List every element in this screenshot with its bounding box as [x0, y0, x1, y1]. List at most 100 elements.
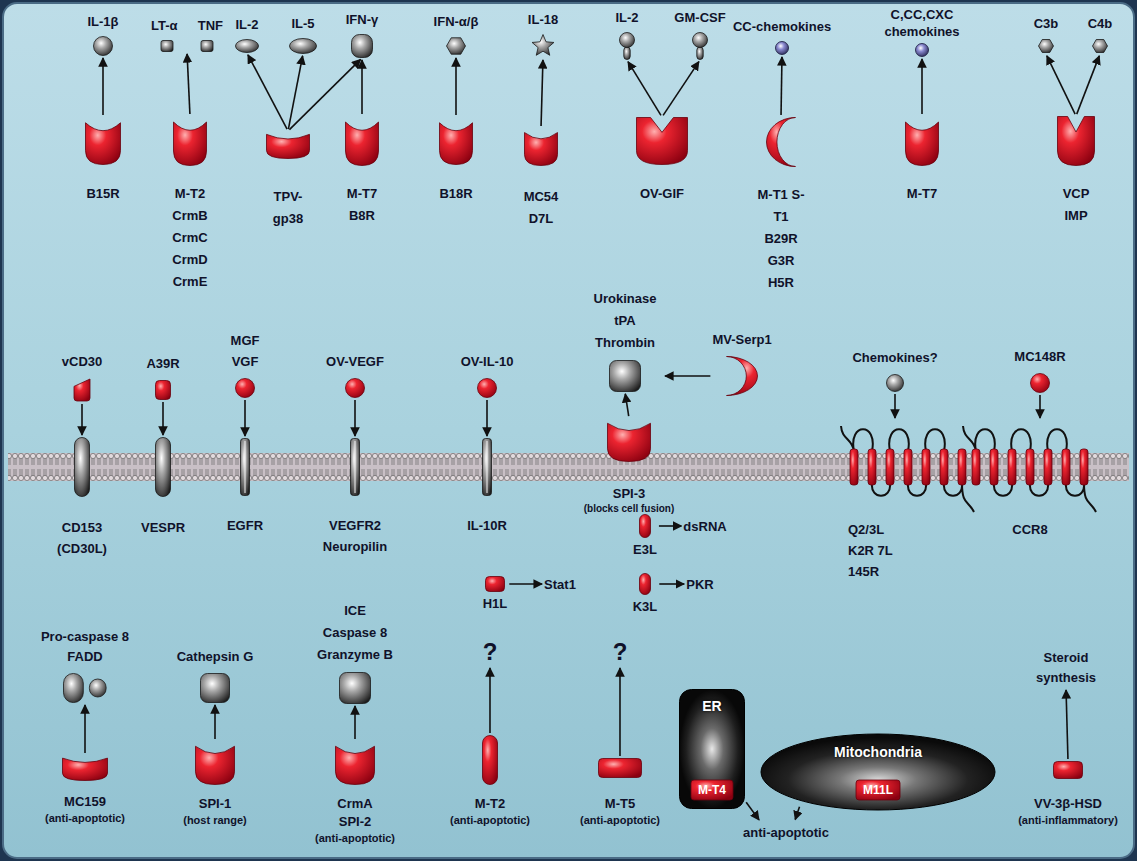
label-group: VESPR	[141, 517, 185, 538]
arrow	[187, 54, 190, 114]
label-text: M-T1 S-T1 B29R G3R H5R	[757, 184, 805, 294]
arrow	[659, 525, 681, 527]
shape-part	[94, 37, 113, 56]
receptor-cup	[173, 116, 207, 166]
label-text: IL-2	[235, 17, 258, 33]
arrow	[1039, 395, 1041, 418]
mitochondrion: MitochondriaM11L	[760, 733, 996, 811]
protein-pair	[63, 673, 107, 703]
host-molecule: GM-CSF	[674, 10, 725, 60]
crescent-protein	[726, 356, 758, 396]
label-group: B18R	[439, 183, 472, 205]
label-text: CC-chemokines	[733, 19, 831, 35]
arrow	[486, 400, 488, 436]
label-group: ICE Caspase 8 Granzyme B	[316, 600, 394, 666]
label-group: MC54 D7L	[516, 186, 566, 230]
label-group: IFN-γ	[346, 12, 379, 28]
label-text: VV-3β-HSD	[1034, 795, 1102, 813]
chemokine-ball	[915, 43, 929, 57]
label-group: ?	[483, 638, 498, 666]
label-text: B18R	[439, 183, 472, 205]
viral-protein: OV-VEGF	[326, 351, 384, 398]
shape-part	[620, 33, 635, 48]
target-label: Stat1	[544, 574, 576, 595]
shape-part	[74, 379, 90, 401]
shape-part	[610, 361, 641, 392]
host-molecule: EGFR	[227, 438, 263, 536]
shape-part	[483, 736, 498, 785]
receptor-pill	[155, 437, 171, 497]
label-group: Stat1	[544, 574, 576, 595]
label-group: IFN-α/β	[434, 14, 479, 30]
shape-part	[637, 118, 688, 165]
shape-part	[916, 44, 929, 57]
shape-part	[532, 35, 554, 56]
shape-part	[440, 123, 473, 165]
label-text: (anti-apoptotic)	[580, 813, 660, 828]
receptor-cup	[266, 131, 310, 159]
forked-cup	[636, 117, 688, 165]
target-label: PKR	[686, 574, 713, 595]
label-text: IL-10R	[467, 515, 507, 536]
gpcr-symbol	[960, 420, 1100, 515]
shape-part	[624, 47, 630, 60]
label-group: SPI-3(blocks cell fusion)	[584, 486, 675, 515]
er-body	[680, 690, 745, 809]
chemokine-receptor: CCR8	[960, 420, 1100, 540]
shape-part	[972, 449, 980, 485]
shape-part	[201, 674, 230, 703]
label-text: Chemokines?	[852, 347, 937, 368]
label-text: (blocks cell fusion)	[584, 502, 675, 515]
viral-protein: OV-GIF	[636, 117, 688, 205]
shape-part	[1026, 449, 1034, 485]
shape-part	[201, 41, 213, 52]
viral-protein: MC159(anti-apoptotic)	[45, 755, 125, 826]
label-group: MV-Serp1	[712, 329, 771, 350]
label-group: LT-αTNF	[151, 18, 223, 34]
rounded-block	[155, 380, 171, 400]
host-molecule: IL-2	[615, 10, 638, 60]
viral-protein: VCP IMP	[1054, 116, 1098, 227]
label-group: OV-GIF	[640, 183, 684, 205]
label-group: VEGFR2 Neuropilin	[319, 515, 391, 557]
viral-protein-tag: M11L	[856, 780, 900, 800]
chemokine-receptor: Q2/3L K2R 7L 145R	[838, 420, 978, 582]
viral-protein: MV-Serp1	[712, 329, 771, 396]
label-text: IL-1β	[87, 14, 118, 30]
hexagon-symbol	[1038, 38, 1054, 54]
label-text: GM-CSF	[674, 10, 725, 26]
shape-part	[608, 423, 651, 461]
shape-part	[841, 426, 974, 512]
target-label: Steroid synthesis	[1026, 648, 1106, 688]
label-text: A39R	[146, 353, 179, 374]
viral-protein: TPV-gp38	[266, 131, 310, 230]
host-molecule: C3b	[1034, 16, 1059, 54]
label-text: K3L	[633, 598, 658, 615]
shape-part	[156, 438, 171, 497]
shape-part	[958, 449, 966, 485]
shape-part	[906, 122, 939, 166]
shape-part	[352, 35, 373, 58]
shape-part	[697, 47, 703, 60]
label-text: (anti-inflammatory)	[1018, 813, 1118, 828]
viral-protein: SPI-1(host range)	[183, 741, 247, 828]
label-group: M-T1 S-T1 B29R G3R H5R	[757, 184, 805, 294]
label-text: Mitochondria	[834, 743, 922, 761]
label-text: M-T2	[475, 795, 505, 813]
lollipop-symbol	[619, 32, 635, 60]
label-text: SPI-3	[613, 486, 646, 502]
label-text: M-T5	[605, 795, 635, 813]
viral-protein: A39R	[146, 353, 179, 400]
shape-part	[351, 439, 360, 496]
label-text: M-T4	[698, 782, 726, 798]
label-group: CrmA SPI-2(anti-apoptotic)	[315, 795, 395, 846]
mitochondrion-body	[761, 734, 995, 810]
shape-part	[525, 133, 558, 166]
viral-protein: M-T7 B8R	[337, 116, 387, 227]
host-molecule: ICE Caspase 8 Granzyme B	[316, 600, 394, 704]
label-group: SPI-1(host range)	[183, 795, 247, 828]
crescent-protein	[766, 117, 796, 167]
host-molecule: Pro-caspase 8 FADD	[35, 627, 135, 703]
label-text: (anti-apoptotic)	[45, 811, 125, 826]
label-text: SPI-1	[199, 795, 232, 813]
